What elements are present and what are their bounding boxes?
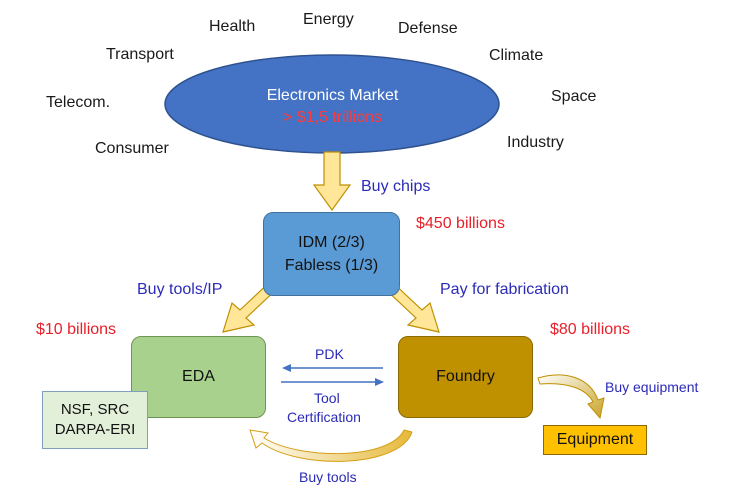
sector-health: Health [209, 18, 256, 35]
foundry-label: Foundry [436, 368, 495, 385]
flow-buy-chips: Buy chips [361, 178, 431, 195]
sector-energy: Energy [303, 11, 354, 28]
foundry-box: Foundry [398, 336, 533, 418]
arrow-foundry-to-equipment [537, 374, 605, 420]
sector-space: Space [551, 88, 597, 105]
market-value: > $1,5 trillions [282, 108, 383, 126]
flow-pay-fabrication: Pay for fabrication [440, 281, 569, 298]
sector-telecom: Telecom. [46, 94, 111, 111]
funding-line-2: DARPA-ERI [54, 421, 136, 438]
flow-certification: Certification [287, 409, 361, 425]
flow-buy-tools: Buy tools [299, 469, 357, 485]
flow-tool: Tool [314, 390, 340, 406]
flow-buy-equipment: Buy equipment [605, 379, 699, 395]
pdk-arrow-head [282, 364, 291, 372]
market-title: Electronics Market [266, 87, 399, 104]
market-label: Electronics Market > $1,5 trillions [165, 85, 500, 128]
arrow-foundry-to-eda [249, 429, 413, 462]
sector-transport: Transport [106, 46, 174, 63]
equipment-label: Equipment [556, 431, 634, 448]
sector-industry: Industry [507, 134, 564, 151]
funding-box: NSF, SRC DARPA-ERI [42, 391, 148, 449]
sector-climate: Climate [489, 47, 544, 64]
value-eda: $10 billions [36, 321, 117, 338]
idm-label: IDM (2/3) [298, 233, 365, 251]
value-idm: $450 billions [416, 215, 505, 232]
funding-line-1: NSF, SRC [60, 400, 130, 418]
sector-defense: Defense [398, 20, 458, 37]
sector-consumer: Consumer [95, 140, 169, 157]
idm-box: IDM (2/3) Fabless (1/3) [263, 212, 400, 296]
fabless-label: Fabless (1/3) [284, 257, 379, 274]
flow-buy-tools-ip: Buy tools/IP [137, 281, 223, 298]
value-foundry: $80 billions [550, 321, 631, 338]
eda-label: EDA [182, 368, 215, 385]
certification-arrow-head [375, 378, 384, 386]
flow-pdk: PDK [315, 346, 344, 362]
equipment-box: Equipment [543, 425, 647, 455]
arrow-market-to-idm [312, 151, 352, 212]
eda-box: EDA [131, 336, 266, 418]
